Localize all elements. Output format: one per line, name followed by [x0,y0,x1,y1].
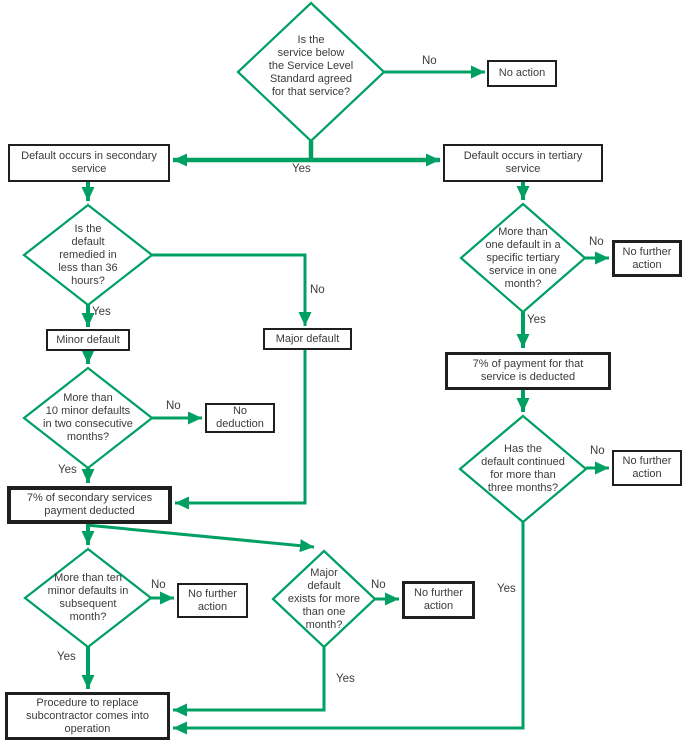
decision-service-below-standard-shape [236,1,386,143]
decision-major-default-one-month-shape [271,549,377,649]
edge-label-no: No [166,400,181,412]
node-default-tertiary: Default occurs in tertiary service [443,144,603,182]
edge-major-to-deduction [175,350,307,510]
node-no-further-action-4: No further action [612,450,682,486]
edge-label-yes: Yes [58,464,77,476]
node-major-default: Major default [263,328,352,350]
edge-label-yes: Yes [92,306,111,318]
node-no-further-action-3: No further action [612,240,682,277]
edge-label-yes: Yes [336,673,355,685]
edge-label-yes: Yes [497,583,516,595]
node-minor-default: Minor default [46,329,130,351]
decision-remedied-36-hours-shape [22,203,154,307]
edge-label-no: No [590,445,605,457]
decision-ten-defaults-subsequent-month-shape [23,547,153,649]
edge-label-yes: Yes [292,163,311,175]
edge-label-yes: Yes [527,314,546,326]
node-no-deduction: No deduction [205,403,275,433]
edge-label-no: No [371,579,386,591]
node-secondary-payment-deducted: 7% of secondary services payment deducte… [7,486,172,524]
decision-tertiary-defaults-one-month-shape [459,202,587,314]
edge-label-no: No [151,579,166,591]
node-no-further-action-2: No further action [402,581,475,619]
node-no-action: No action [487,60,557,87]
decision-default-continued-three-months-shape [458,414,588,524]
edge-continued-yes [173,522,525,735]
edge-label-no: No [589,236,604,248]
edge-major-question-yes [173,647,326,717]
edge-label-no: No [422,55,437,67]
node-default-secondary: Default occurs in secondary service [8,144,170,182]
edge-deduction-to-major-question [85,523,315,553]
edge-remedied-no [152,253,312,326]
edge-label-no: No [310,284,325,296]
node-no-further-action-1: No further action [177,583,248,618]
node-tertiary-payment-deducted: 7% of payment for that service is deduct… [445,352,611,390]
decision-ten-defaults-two-months-shape [22,366,154,470]
edge-label-yes: Yes [57,651,76,663]
node-replace-procedure: Procedure to replace subcontractor comes… [5,692,170,740]
